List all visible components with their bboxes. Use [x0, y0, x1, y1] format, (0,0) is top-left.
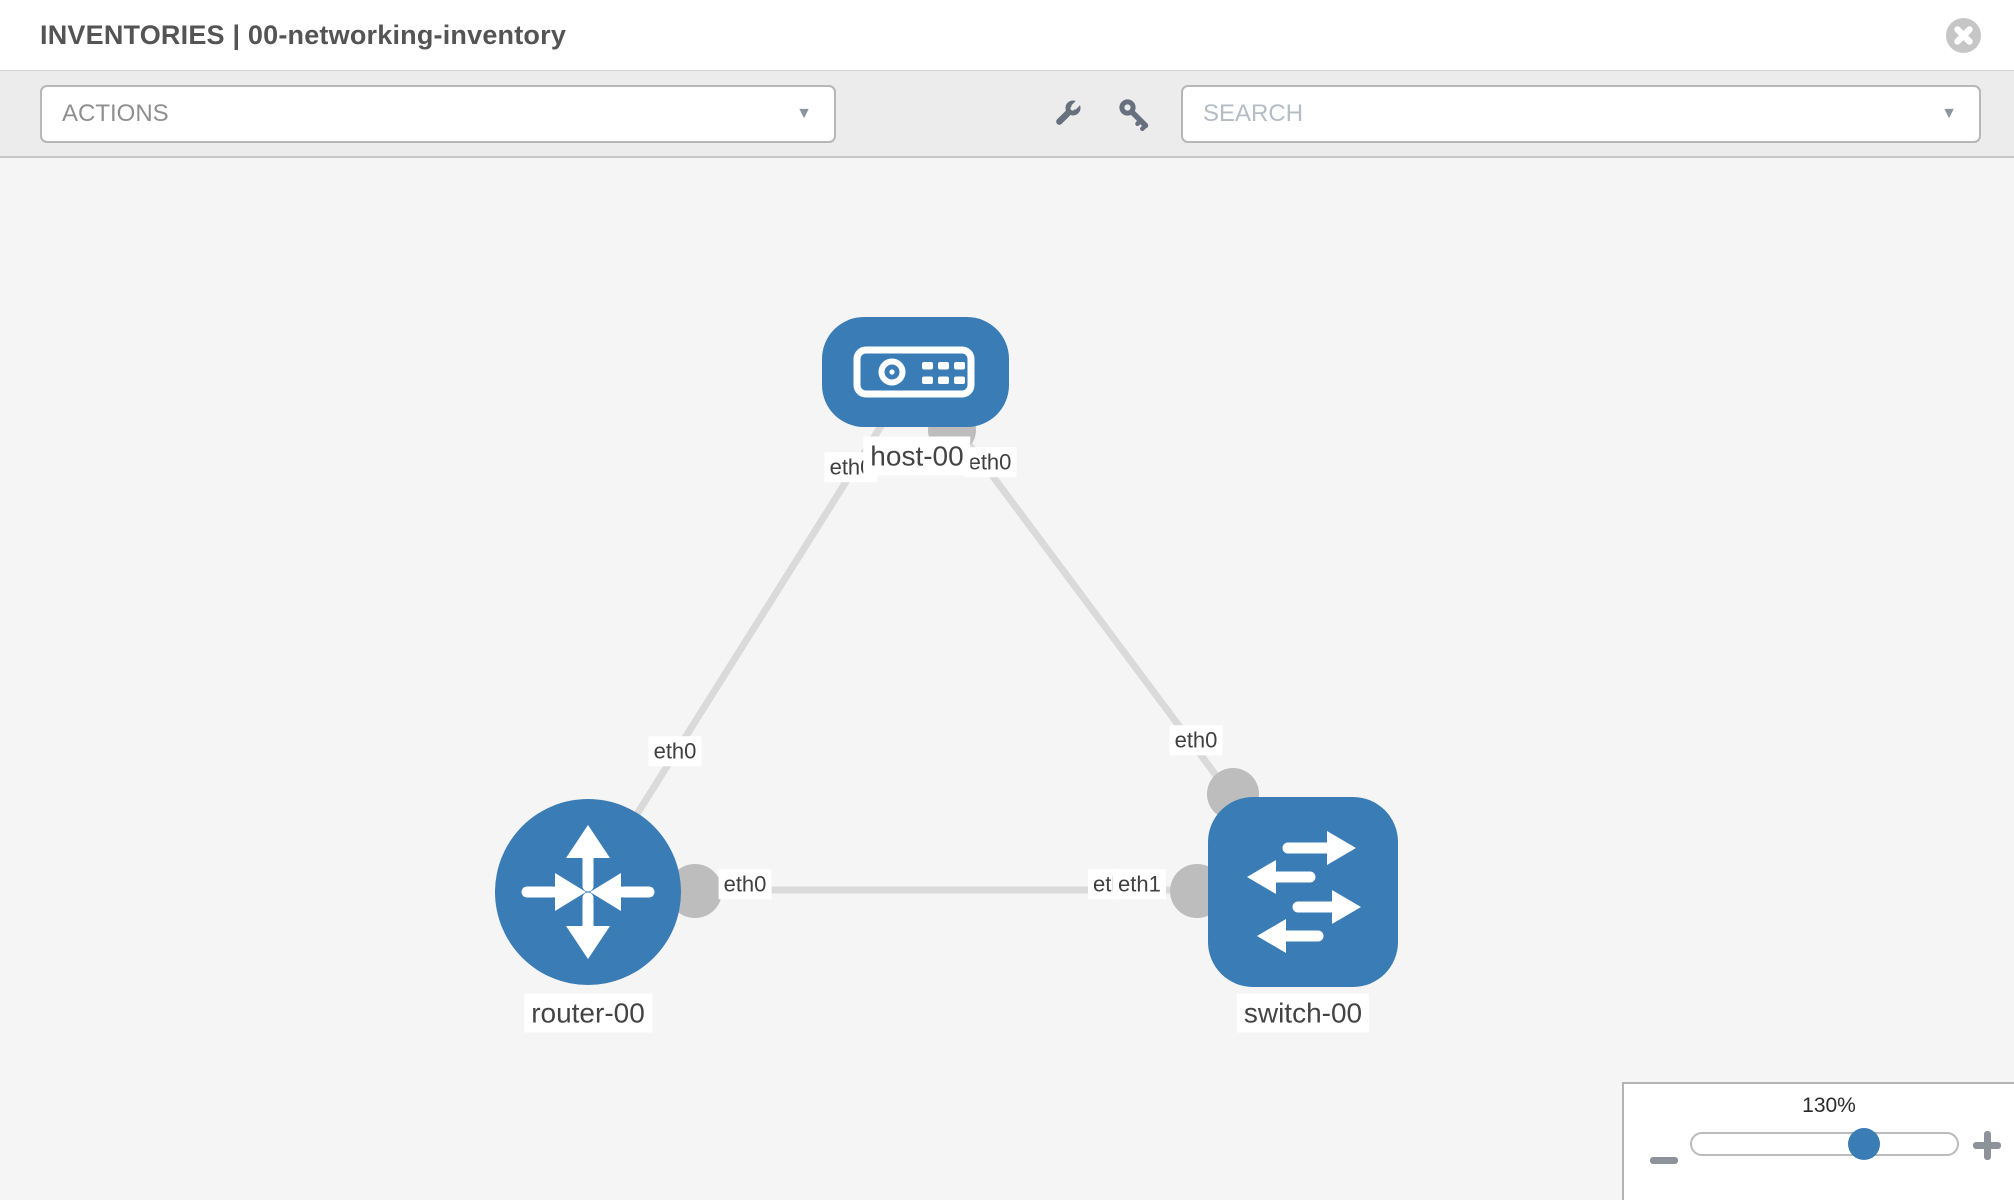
topology-canvas[interactable]: eth0 eth0 host-00 eth0 eth0 eth0 etl eth… [0, 157, 2014, 1200]
wrench-icon [1056, 98, 1083, 125]
actions-dropdown-label: ACTIONS [62, 100, 169, 127]
page-title: INVENTORIES | 00-networking-inventory [40, 19, 567, 50]
search-placeholder: SEARCH [1203, 100, 1304, 127]
zoom-in-button[interactable] [1973, 1125, 2001, 1165]
minus-icon [1650, 1157, 1678, 1164]
iface-label-front: eth1 [1113, 869, 1166, 899]
switch-icon [1247, 831, 1361, 953]
close-button[interactable] [1946, 18, 1981, 53]
credentials-button[interactable] [1117, 97, 1151, 132]
iface-label: eth0 [963, 447, 1017, 477]
iface-label: eth0 [648, 736, 702, 766]
zoom-level-label: 130% [1802, 1094, 1856, 1117]
zoom-panel: 130% [1622, 1082, 2014, 1200]
toolbar: ACTIONS ▼ [0, 70, 2014, 158]
configure-button[interactable] [1050, 97, 1084, 131]
node-host[interactable] [822, 317, 1009, 427]
search-dropdown[interactable]: SEARCH ▼ [1181, 85, 1981, 143]
node-label-switch: switch-00 [1236, 993, 1370, 1033]
node-switch[interactable] [1208, 797, 1398, 987]
header: INVENTORIES | 00-networking-inventory [0, 0, 2014, 70]
chevron-down-icon: ▼ [1941, 105, 1957, 122]
router-icon [521, 825, 655, 959]
node-label-router: router-00 [524, 993, 652, 1033]
zoom-out-button[interactable] [1650, 1140, 1678, 1180]
zoom-slider-track[interactable] [1690, 1132, 1959, 1156]
key-icon [1119, 99, 1149, 132]
zoom-slider-thumb[interactable] [1848, 1128, 1880, 1160]
iface-label: eth0 [1169, 725, 1223, 755]
close-icon [1954, 26, 1973, 45]
node-label-host: host-00 [863, 436, 971, 476]
topology-svg [495, 317, 1398, 987]
chevron-down-icon: ▼ [796, 105, 812, 122]
connector-router-right [668, 864, 722, 918]
actions-dropdown[interactable]: ACTIONS ▼ [40, 85, 836, 143]
host-icon [853, 346, 975, 398]
interface-connectors [668, 406, 1259, 918]
iface-label: eth0 [718, 869, 772, 899]
node-router[interactable] [495, 799, 681, 985]
plus-icon [1983, 1131, 1991, 1160]
